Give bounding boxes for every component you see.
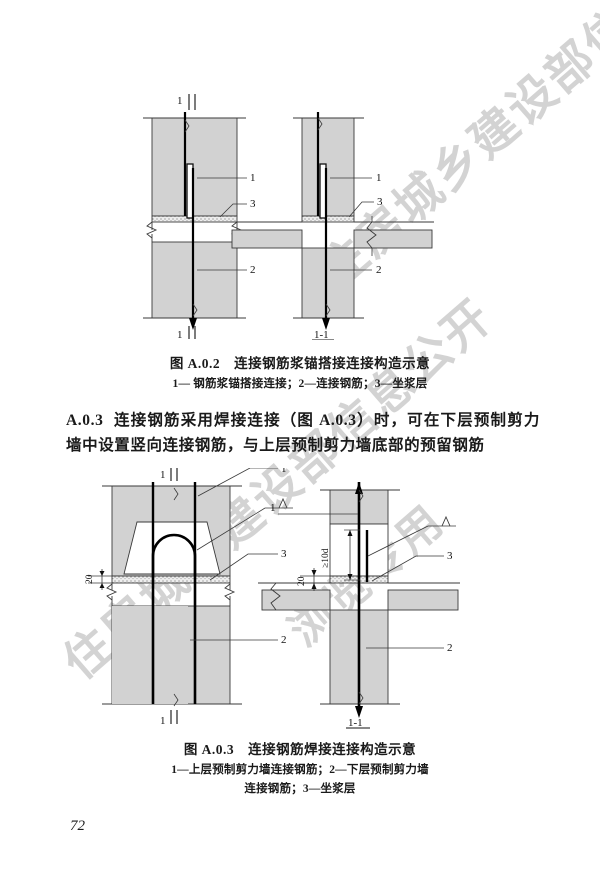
a02-elevation-view: 1 1 1 3 2 [143,94,256,340]
figure-a02-caption: 图 A.0.2 连接钢筋浆锚搭接连接构造示意 [169,356,431,371]
a02-section-view-title: 1-1 [314,329,329,340]
a03-section-dim-mortar: 20 [297,576,307,586]
a03-section-view-title: 1-1 [348,717,363,729]
a03-section-callout-1: 1 [270,502,276,514]
a02-callout-1: 1 [250,172,256,184]
a02-section-mark-bottom: 1 [177,329,183,340]
figure-a03-drawing: 1 1 20 1 3 [70,468,490,730]
a02-section-view: 1 3 2 1-1 [230,112,434,340]
a03-callout-1: 1 [281,468,287,475]
figure-a03-caption: 图 A.0.3 连接钢筋焊接连接构造示意 [183,742,417,757]
figure-a02-legend: 1— 钢筋浆锚搭接连接；2—连接钢筋；3—坐浆层 [172,378,428,390]
a03-section-callout-2: 2 [447,642,453,654]
a02-section-callout-2: 2 [376,264,382,276]
a03-section-mark-bottom: 1 [160,715,166,727]
a02-section-callout-3: 3 [377,196,383,208]
a02-section-callout-1: 1 [376,172,382,184]
a03-dim-weld-length: ≥10d [321,548,331,568]
a03-section-view: ≥10d 20 1 3 2 [258,482,460,729]
page-number: 72 [70,818,85,834]
a03-section-mark-top: 1 [160,469,166,481]
a02-callout-2: 2 [250,264,256,276]
a03-dim-mortar-thickness: 20 [85,574,95,584]
a03-elevation-view: 1 1 20 1 3 [85,468,293,727]
figure-a03-legend-line-1: 1—上层预制剪力墙连接钢筋；2—下层预制剪力墙 [171,764,429,776]
a02-callout-3: 3 [250,198,256,210]
a03-callout-3: 3 [281,548,287,560]
a02-section-mark-top: 1 [177,95,183,107]
a03-callout-2: 2 [281,634,287,646]
clause-a03-number: A.0.3 [66,412,104,429]
figure-a03-legend-line-2: 连接钢筋；3—坐浆层 [244,783,356,795]
clause-a03-text: 连接钢筋采用焊接连接（图 A.0.3）时，可在下层预制剪力墙中设置竖向连接钢筋，… [66,412,540,454]
a03-section-callout-3: 3 [447,550,453,562]
figure-a02-drawing: 1 1 1 3 2 [140,90,470,340]
